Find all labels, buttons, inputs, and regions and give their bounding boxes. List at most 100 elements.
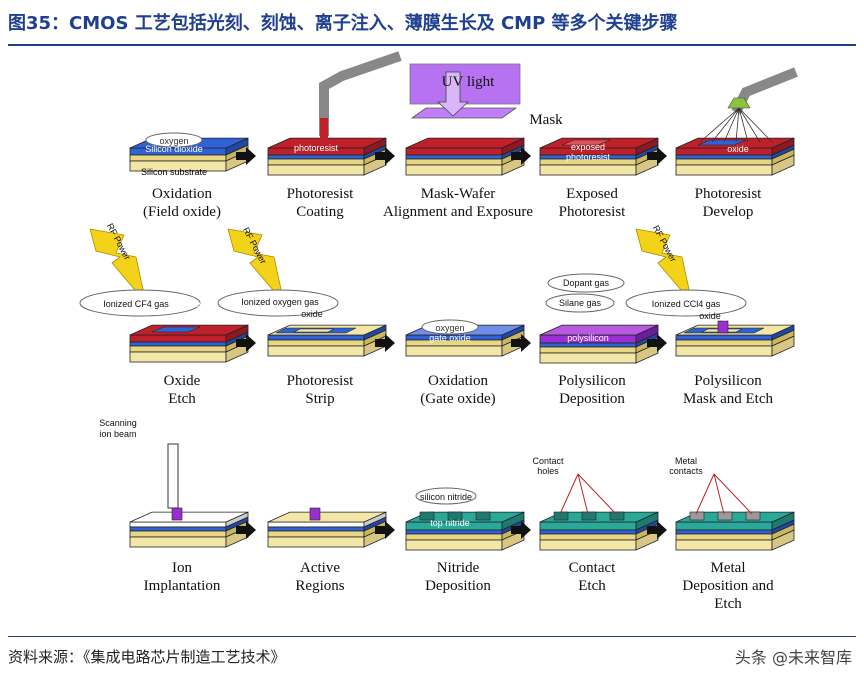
process-arrow xyxy=(511,521,531,539)
step-caption: Exposed xyxy=(566,186,618,202)
wafer-top xyxy=(129,511,249,523)
step-label: Mask xyxy=(529,112,563,128)
spray-line xyxy=(699,107,740,143)
spray-line xyxy=(723,107,740,143)
step-caption: Alignment and Exposure xyxy=(383,204,533,220)
pointer-line xyxy=(577,473,589,515)
wafer-layer-front xyxy=(539,352,637,364)
wafer-top xyxy=(267,137,387,149)
step-caption: Deposition xyxy=(425,578,491,594)
step-label: Dopant gas xyxy=(563,278,610,288)
process-arrow xyxy=(647,334,667,352)
exposed-window xyxy=(561,139,611,146)
wafer-layer-front xyxy=(405,539,503,551)
wafer-layer-front xyxy=(267,521,365,528)
wafer-layer-front xyxy=(675,158,773,166)
wafer-layer-front xyxy=(267,536,365,548)
dispense-nozzle xyxy=(319,51,402,136)
step-label: Silicon substrate xyxy=(141,167,207,177)
contact-hole xyxy=(419,511,435,521)
wafer-layer-side xyxy=(771,529,795,551)
step-label: photoresist xyxy=(170,299,215,309)
step-label: photoresist xyxy=(566,152,611,162)
spray-line xyxy=(735,107,740,143)
step-caption: Develop xyxy=(703,204,754,220)
step-caption: Mask and Etch xyxy=(683,391,773,407)
process-arrow xyxy=(647,147,667,165)
spray-line xyxy=(738,107,749,143)
footer-rule xyxy=(8,636,856,637)
wafer-layer-front xyxy=(675,334,773,341)
process-arrow xyxy=(236,334,256,352)
process-arrow xyxy=(647,521,667,539)
step-label: contacts xyxy=(669,466,703,476)
step-label: ion beam xyxy=(99,429,136,439)
uv-light-box xyxy=(409,63,521,105)
pointer-line xyxy=(577,473,617,515)
step-caption: Mask-Wafer xyxy=(421,186,496,202)
step-label: oxygen xyxy=(159,136,188,146)
gas-cloud xyxy=(421,319,479,335)
mask-plate xyxy=(410,107,518,119)
wafer-layer-front xyxy=(405,154,503,160)
wafer-layer-front xyxy=(405,345,503,357)
step-caption: Photoresist xyxy=(695,186,763,202)
spray-line xyxy=(738,107,761,143)
pointer-line xyxy=(713,473,725,515)
step-label: top nitride xyxy=(430,518,470,528)
step-caption: Active xyxy=(300,560,340,576)
spray-line xyxy=(711,107,740,143)
wafer-layer-front xyxy=(267,345,365,357)
wafer-layer-front xyxy=(267,164,365,176)
wafer-layer-front xyxy=(129,345,227,353)
title-rule xyxy=(8,44,856,46)
step-caption: Implantation xyxy=(144,578,221,594)
process-arrow xyxy=(511,147,531,165)
step-caption: Regions xyxy=(295,578,344,594)
resist-stream xyxy=(320,118,328,140)
step-label: Silicon dioxide xyxy=(145,144,203,154)
uv-arrow-icon xyxy=(436,71,470,117)
step-label: oxide xyxy=(699,311,721,321)
wafer-layer-front xyxy=(267,334,365,341)
wafer-layer-front xyxy=(405,158,503,166)
step-caption: Etch xyxy=(168,391,196,407)
step-label: Ionized oxygen gas xyxy=(241,297,319,307)
wafer-layer-front xyxy=(405,533,503,541)
wafer-layer-front xyxy=(267,154,365,160)
step-caption: Metal xyxy=(711,560,746,576)
pointer-line xyxy=(695,473,715,515)
figure-title: 图35：CMOS 工艺包括光刻、刻蚀、离子注入、薄膜生长及 CMP 等多个关键步… xyxy=(8,13,678,34)
contact-hole xyxy=(689,511,705,521)
watermark: 头条 @未来智库 xyxy=(734,648,852,667)
step-label: oxide xyxy=(727,144,749,154)
wafer-layer-front xyxy=(675,147,773,156)
step-label: Metal xyxy=(675,456,697,466)
wafer-layer-front xyxy=(267,339,365,347)
step-caption: Photoresist xyxy=(287,186,355,202)
wafer-layer-front xyxy=(129,521,227,528)
step-caption: Oxidation xyxy=(152,186,212,202)
step-label: oxide xyxy=(301,309,323,319)
step-label: resist xyxy=(201,512,223,522)
step-caption: Nitride xyxy=(437,560,480,576)
step-caption: (Gate oxide) xyxy=(420,391,495,407)
wafer-layer-front xyxy=(539,342,637,348)
spray-head xyxy=(727,97,751,109)
gas-cloud xyxy=(415,487,477,505)
contact-hole xyxy=(475,511,491,521)
wafer-layer-front xyxy=(539,539,637,551)
